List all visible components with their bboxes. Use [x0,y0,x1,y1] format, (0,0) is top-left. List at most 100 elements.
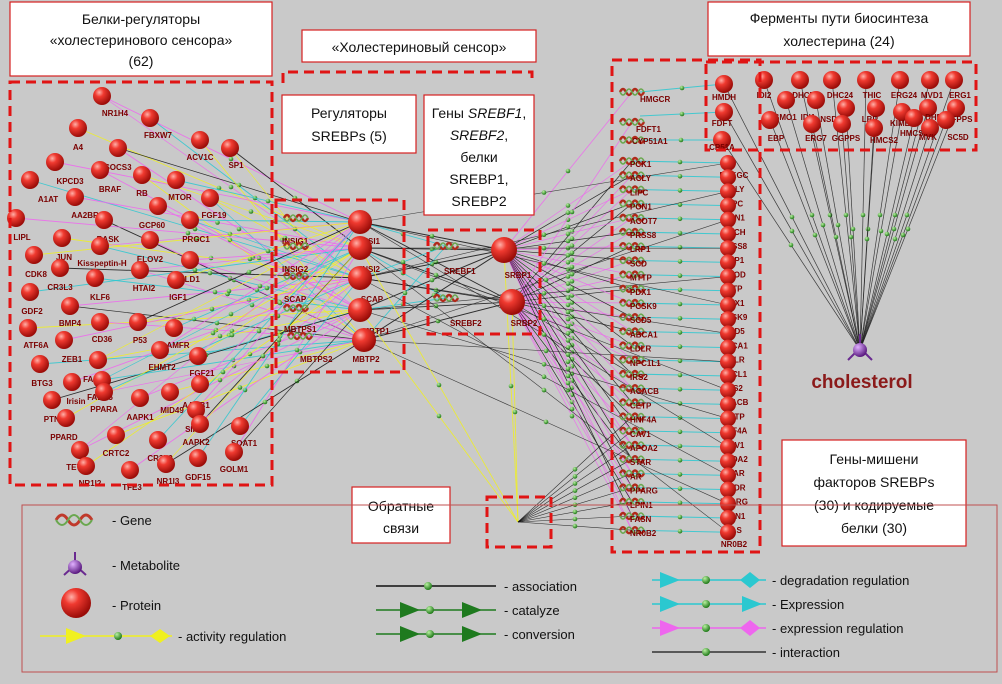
protein-label: FBXW7 [144,131,173,140]
gene-star[interactable]: STAR [620,456,651,467]
protein-dhc24[interactable]: DHC24 [823,71,854,100]
protein-rb[interactable]: RB [133,166,151,198]
gene-acacb[interactable]: ACACB [620,385,659,396]
protein-ppard[interactable]: PPARD [50,409,78,442]
gene-fdft1[interactable]: FDFT1 [620,119,661,134]
protein-tfe3[interactable]: TFE3 [121,461,142,492]
gene-pcsk9[interactable]: PCSK9 [620,300,657,311]
protein-gdf15[interactable]: GDF15 [185,449,211,482]
edge [770,120,860,350]
gene-label: ACOT7 [630,217,658,226]
gene-cetp[interactable]: CETP [620,399,652,410]
protein-thic[interactable]: THIC [857,71,882,100]
gene-cav1[interactable]: CAV1 [620,428,651,439]
gene-lpin1[interactable]: LPIN1 [620,499,653,510]
legend-metabolite-label: - Metabolite [112,558,180,573]
gene-label: APOA2 [630,444,658,453]
gene-abca1[interactable]: ABCA1 [620,328,658,339]
protein-fbxw7[interactable]: FBXW7 [141,109,173,140]
gene-lrp1[interactable]: LRP1 [620,243,651,254]
protein-label: DHC24 [827,91,854,100]
protein-cd36[interactable]: CD36 [91,313,113,344]
protein-label: SRBP1 [505,271,532,280]
legend-interaction-label: - interaction [772,645,840,660]
gene-fasn[interactable]: FASN [620,513,652,524]
protein-aa2br[interactable]: AA2BR [66,188,99,220]
protein-nr0b2[interactable]: NR0B2 [720,524,748,549]
gene-pck1[interactable]: PCK1 [620,158,652,169]
enzymes-line1: Ферменты пути биосинтеза [750,10,929,26]
gene-label: MBTPS2 [300,355,333,364]
gene-mttp[interactable]: MTTP [620,272,652,283]
gene-prss8[interactable]: PRSS8 [620,229,657,240]
protein-label: FGF19 [202,211,227,220]
gene-label: MTTP [630,274,652,283]
protein-a1at[interactable]: A1AT [21,171,58,204]
gene-lipc[interactable]: LIPC [620,186,648,197]
protein-mvk[interactable]: MVK [919,119,939,142]
protein-mvd1[interactable]: MVD1 [921,71,944,100]
protein-erg1[interactable]: ERG1 [945,71,971,100]
edge [80,222,360,450]
protein-klf6[interactable]: KLF6 [86,269,111,302]
protein-idi2[interactable]: IDI2 [755,71,773,100]
protein-zeb1[interactable]: ZEB1 [55,331,83,364]
protein-erg24[interactable]: ERG24 [891,71,918,100]
legend-association-icon [376,582,496,590]
left-title-line2: «холестеринового сенсора» [50,32,233,48]
feedback-line1: Обратные [368,498,434,514]
gene-pdx1[interactable]: PDX1 [620,286,651,297]
protein-bmp4[interactable]: BMP4 [59,297,82,328]
protein-p53[interactable]: P53 [129,313,148,345]
protein-label: EBP [768,134,785,143]
protein-label: GCP60 [139,221,166,230]
protein-a4[interactable]: A4 [69,119,87,152]
gene-label: SCD [630,259,647,268]
gene-scd[interactable]: SCD [620,257,647,268]
gene-nr0b2[interactable]: NR0B2 [620,527,657,538]
edge [518,431,632,522]
protein-label: PPARD [50,433,78,442]
gene-irs2[interactable]: IRS2 [620,371,648,382]
cholesterol-node[interactable] [848,334,872,360]
protein-btg3[interactable]: BTG3 [31,355,53,388]
legend-protein-icon [61,588,91,618]
protein-label: GGPPS [832,134,861,143]
edge [518,522,632,530]
protein-hmdh[interactable]: HMDH [712,75,736,102]
protein-mtor[interactable]: MTOR [167,171,192,202]
protein-cdk8[interactable]: CDK8 [25,246,47,279]
protein-nr1i2[interactable]: NR1I2 [77,457,102,488]
protein-htai2[interactable]: HTAI2 [131,261,156,293]
protein-fdft[interactable]: FDFT [712,103,733,128]
legend-expression-regulation-icon [652,620,766,636]
protein-nr1i3[interactable]: NR1I3 [157,455,180,486]
protein-kpcd3[interactable]: KPCD3 [46,153,84,186]
protein-sp1[interactable]: SP1 [221,139,244,170]
gene-label: NR0B2 [630,529,657,538]
protein-gdf2[interactable]: GDF2 [21,283,43,316]
gene-scd5[interactable]: SCD5 [620,314,652,325]
protein-ggpps[interactable]: GGPPS [832,115,861,143]
protein-atf6a[interactable]: ATF6A [19,319,49,350]
protein-socs3[interactable]: SOCS3 [104,139,132,172]
protein-elov2[interactable]: ELOV2 [137,231,164,264]
protein-amfr[interactable]: AMFR [165,319,190,350]
protein-srbp1[interactable]: SRBP1 [491,237,532,280]
gene-pon1[interactable]: PON1 [620,201,652,212]
protein-label: KLF6 [90,293,111,302]
protein-jun[interactable]: JUN [53,229,72,262]
gene-ldlr[interactable]: LDLR [620,343,652,354]
protein-cr3l3[interactable]: CR3L3 [47,259,73,292]
gene-label: CYP51A1 [632,137,668,146]
gene-acot7[interactable]: ACOT7 [620,215,658,226]
protein-mid49[interactable]: MID49 [160,383,184,415]
protein-kisspeptin-h[interactable]: Kisspeptin-H [77,237,127,268]
protein-acv1c[interactable]: ACV1C [186,131,213,162]
protein-label: BTG3 [31,379,53,388]
gene-label: PON1 [630,203,652,212]
gene-acly[interactable]: ACLY [620,172,652,183]
gene-npc1l1[interactable]: NPC1L1 [620,357,661,368]
